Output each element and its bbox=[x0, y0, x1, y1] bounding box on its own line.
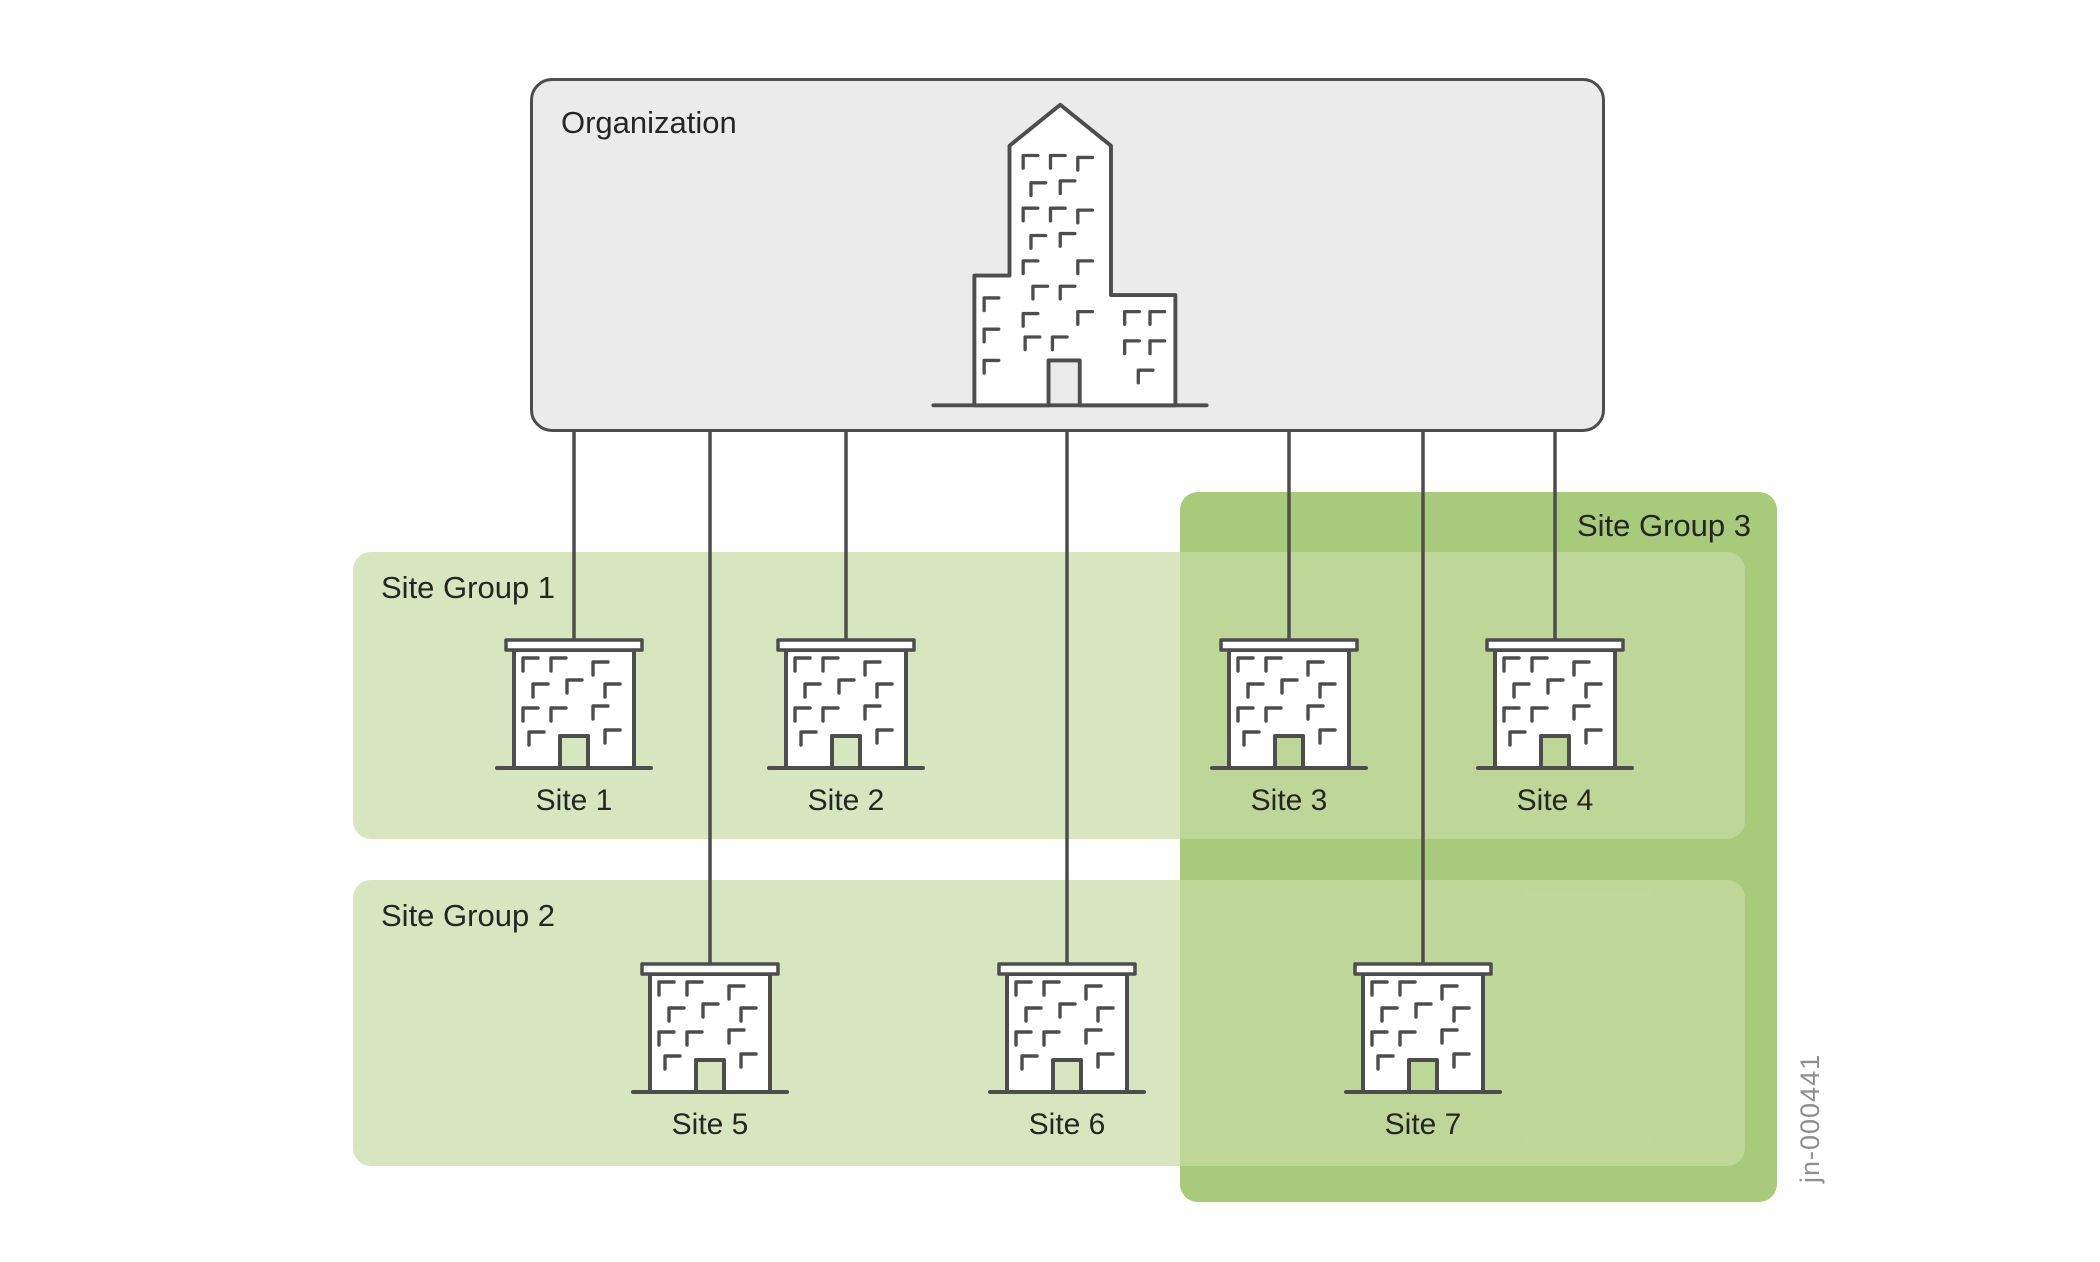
site-7-label: Site 7 bbox=[1384, 1108, 1462, 1141]
site-3-label: Site 3 bbox=[1250, 784, 1328, 817]
site-1: Site 1 bbox=[489, 628, 659, 818]
site-6-label: Site 6 bbox=[1028, 1108, 1106, 1141]
site-building-icon bbox=[1470, 628, 1640, 778]
site-4: Site 4 bbox=[1470, 628, 1640, 818]
site-building-icon bbox=[1204, 628, 1374, 778]
organization-box: Organization bbox=[530, 78, 1605, 432]
site-building-icon bbox=[982, 952, 1152, 1102]
site-5-label: Site 5 bbox=[671, 1108, 749, 1141]
site-3: Site 3 bbox=[1204, 628, 1374, 818]
site-building-icon bbox=[625, 952, 795, 1102]
site-group-1-label: Site Group 1 bbox=[381, 570, 556, 605]
site-7: Site 7 bbox=[1338, 952, 1508, 1142]
site-2-label: Site 2 bbox=[807, 784, 885, 817]
site-building-icon bbox=[761, 628, 931, 778]
organization-building-icon bbox=[920, 95, 1220, 417]
site-group-3-label: Site Group 3 bbox=[1576, 508, 1751, 543]
figure-id-watermark: jn-000441 bbox=[1795, 1053, 1825, 1183]
site-1-label: Site 1 bbox=[535, 784, 613, 817]
site-group-2-label: Site Group 2 bbox=[381, 898, 556, 933]
site-building-icon bbox=[489, 628, 659, 778]
organization-label: Organization bbox=[561, 105, 737, 140]
site-2: Site 2 bbox=[761, 628, 931, 818]
site-building-icon bbox=[1338, 952, 1508, 1102]
site-4-label: Site 4 bbox=[1516, 784, 1594, 817]
site-5: Site 5 bbox=[625, 952, 795, 1142]
site-6: Site 6 bbox=[982, 952, 1152, 1142]
